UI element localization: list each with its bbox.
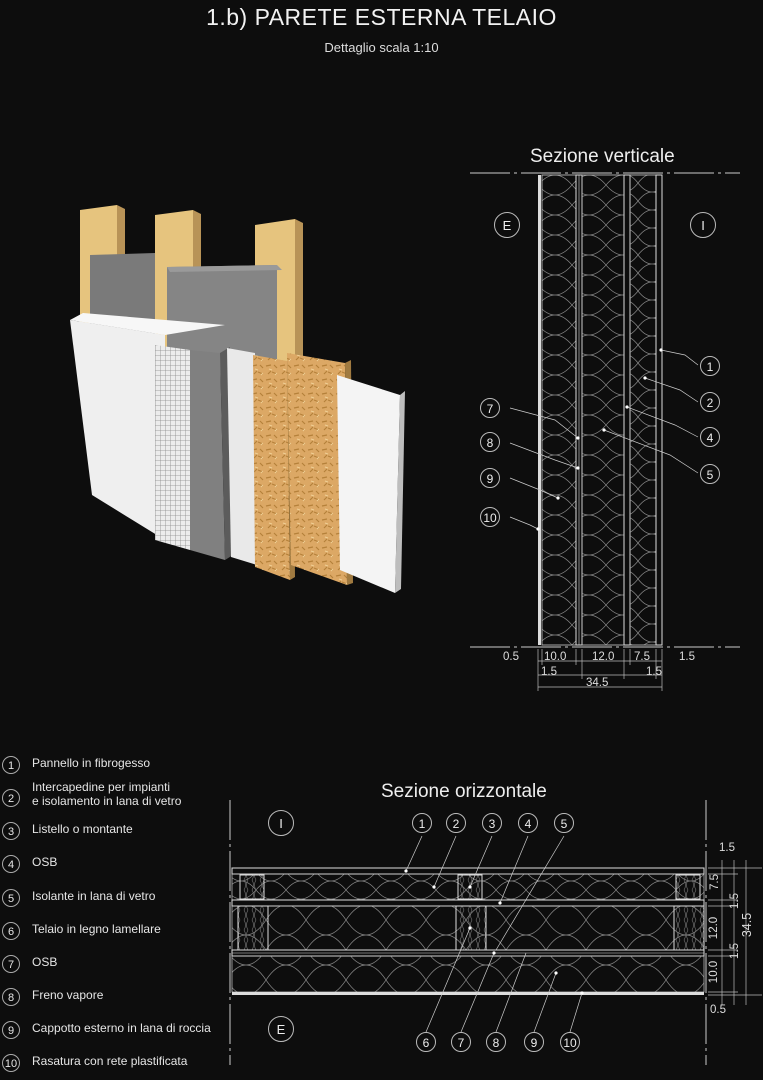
h-dim-1-5-top: 1.5 [719, 842, 735, 854]
legend-item: 1 Pannello in fibrogesso [0, 752, 230, 780]
legend-text: OSB [32, 855, 58, 869]
exploded-3d-view [70, 205, 405, 593]
side-label-interior: I [690, 212, 716, 238]
rock-wool-layer [227, 348, 257, 565]
gypsum-board [337, 375, 400, 593]
legend-text-line2: e isolamento in lana di vetro [32, 794, 182, 808]
v-callout-2: 2 [700, 392, 720, 412]
h-dim-total: 34.5 [740, 912, 755, 938]
legend-number: 3 [2, 822, 20, 840]
legend-number: 5 [2, 889, 20, 907]
legend-text-line1: Intercapedine per impianti [32, 780, 171, 794]
v-callout-9: 9 [480, 468, 500, 488]
legend-number: 10 [2, 1054, 20, 1072]
h-dim-12-0: 12.0 [708, 916, 721, 940]
h-callout-10: 10 [560, 1032, 580, 1052]
v-callout-8: 8 [480, 432, 500, 452]
v-dim-12-0: 12.0 [592, 651, 615, 663]
v-dim-7-5: 7.5 [634, 651, 650, 663]
legend-text: Freno vapore [32, 988, 104, 1002]
v-dim-1-5-right: 1.5 [679, 651, 695, 663]
legend-text: OSB [32, 955, 58, 969]
h-callout-6: 6 [416, 1032, 436, 1052]
h-callout-9: 9 [524, 1032, 544, 1052]
v-callout-4: 4 [700, 427, 720, 447]
v-dim-1-5-a: 1.5 [541, 666, 557, 678]
legend-item: 8 Freno vapore [0, 984, 230, 1012]
h-dim-1-5-a: 1.5 [729, 893, 741, 909]
vertical-section-drawing [470, 172, 740, 691]
v-dim-total: 34.5 [586, 677, 609, 689]
legend-number: 7 [2, 955, 20, 973]
side-label-interior-h: I [268, 810, 294, 836]
horizontal-section-title: Sezione orizzontale [381, 781, 547, 802]
legend-item: 6 Telaio in legno lamellare [0, 918, 230, 946]
side-label-exterior: E [494, 212, 520, 238]
legend-number: 2 [2, 789, 20, 807]
h-dim-0-5: 0.5 [710, 1004, 726, 1016]
legend-text: Telaio in legno lamellare [32, 922, 161, 936]
page-title: 1.b) PARETE ESTERNA TELAIO [206, 4, 557, 30]
legend: 1 Pannello in fibrogesso 2 Intercapedine… [0, 752, 230, 1080]
h-dim-1-5-b: 1.5 [729, 943, 741, 959]
legend-number: 6 [2, 922, 20, 940]
osb-panels [253, 353, 353, 585]
page-subtitle: Dettaglio scala 1:10 [324, 40, 439, 55]
h-callout-7: 7 [451, 1032, 471, 1052]
legend-number: 4 [2, 855, 20, 873]
h-dim-7-5: 7.5 [709, 874, 721, 890]
h-dim-10-0: 10.0 [708, 960, 721, 984]
h-callout-4: 4 [518, 813, 538, 833]
v-callout-7: 7 [480, 398, 500, 418]
horizontal-section-drawing [229, 800, 762, 1065]
legend-number: 1 [2, 756, 20, 774]
legend-item: 7 OSB [0, 951, 230, 979]
h-callout-5: 5 [554, 813, 574, 833]
v-callout-10: 10 [480, 507, 500, 527]
legend-text: Pannello in fibrogesso [32, 756, 151, 770]
legend-text: Isolante in lana di vetro [32, 889, 156, 903]
legend-item: 10 Rasatura con rete plastificata [0, 1050, 230, 1078]
h-callout-3: 3 [482, 813, 502, 833]
v-callout-5: 5 [700, 464, 720, 484]
v-dim-0-5: 0.5 [503, 651, 519, 663]
v-callout-1: 1 [700, 356, 720, 376]
vertical-section-title: Sezione verticale [530, 146, 675, 167]
v-dim-1-5-b: 1.5 [646, 666, 662, 678]
v-dim-10-0: 10.0 [544, 651, 567, 663]
legend-item: 4 OSB [0, 851, 230, 879]
legend-number: 8 [2, 988, 20, 1006]
h-callout-1: 1 [412, 813, 432, 833]
h-callout-8: 8 [486, 1032, 506, 1052]
legend-text: Listello o montante [32, 822, 133, 836]
legend-item: 9 Cappotto esterno in lana di roccia [0, 1017, 230, 1045]
legend-number: 9 [2, 1021, 20, 1039]
legend-text: Rasatura con rete plastificata [32, 1054, 188, 1068]
h-callout-2: 2 [446, 813, 466, 833]
legend-item: 5 Isolante in lana di vetro [0, 885, 230, 913]
legend-item: 3 Listello o montante [0, 818, 230, 846]
side-label-exterior-h: E [268, 1016, 294, 1042]
legend-text: Cappotto esterno in lana di roccia [32, 1021, 211, 1035]
